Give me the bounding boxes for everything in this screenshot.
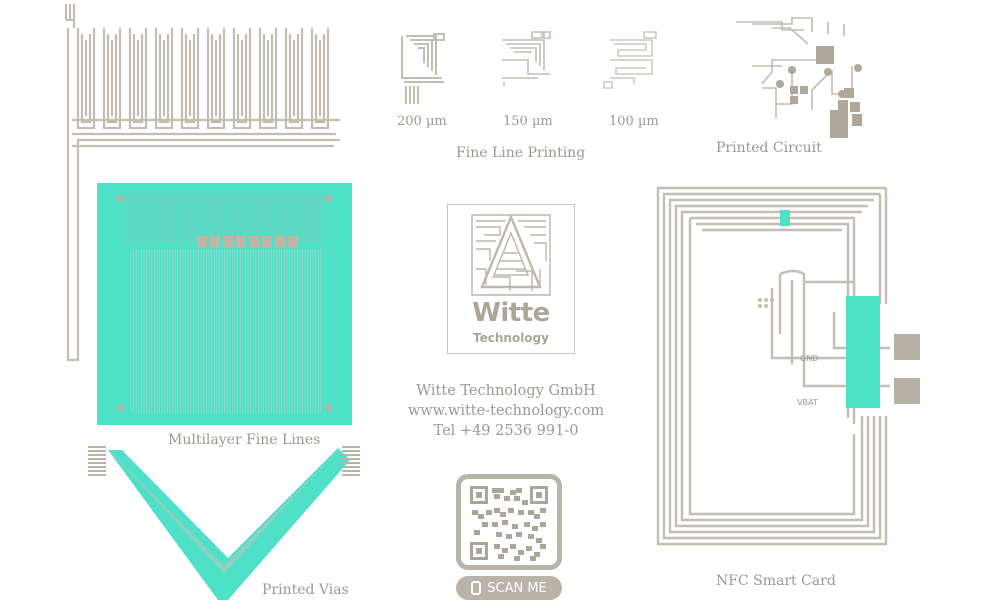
printed-vias-graphic [88, 446, 360, 600]
fine-line-sample-100 [603, 31, 657, 89]
label-200um: 200 µm [397, 114, 447, 129]
phone-icon [471, 581, 482, 595]
qr-pattern [470, 486, 548, 561]
printed-circuit-caption: Printed Circuit [716, 140, 822, 156]
scan-me-button[interactable]: SCAN ME [456, 576, 562, 600]
qr-code[interactable] [456, 474, 562, 570]
printed-circuit-graphic [736, 17, 862, 138]
company-name: Witte Technology GmbH [416, 383, 596, 399]
nfc-vbat-label: VBAT [797, 398, 818, 407]
logo-wordmark: Witte [472, 298, 550, 328]
nfc-caption: NFC Smart Card [716, 573, 836, 589]
label-150um: 150 µm [503, 114, 553, 129]
fine-line-sample-200 [401, 33, 445, 104]
nfc-gnd-label: GND [800, 354, 819, 363]
logo-subline: Technology [473, 331, 549, 345]
comb-sensor-graphic [64, 4, 340, 362]
contact-block: Witte Technology GmbH www.witte-technolo… [400, 381, 612, 441]
website-link[interactable]: www.witte-technology.com [407, 403, 605, 419]
multilayer-fine-lines-graphic [97, 183, 352, 425]
fine-line-printing-caption: Fine Line Printing [456, 145, 586, 161]
nfc-smart-card-graphic [656, 186, 920, 546]
logo-mark-icon [471, 213, 551, 296]
printed-vias-caption: Printed Vias [262, 582, 349, 598]
company-logo: Witte Technology [447, 204, 575, 354]
fine-line-sample-150 [502, 31, 551, 86]
scan-me-label: SCAN ME [487, 580, 547, 596]
label-100um: 100 µm [609, 114, 659, 129]
phone-number: Tel +49 2536 991-0 [433, 423, 579, 439]
multilayer-caption: Multilayer Fine Lines [168, 432, 321, 448]
